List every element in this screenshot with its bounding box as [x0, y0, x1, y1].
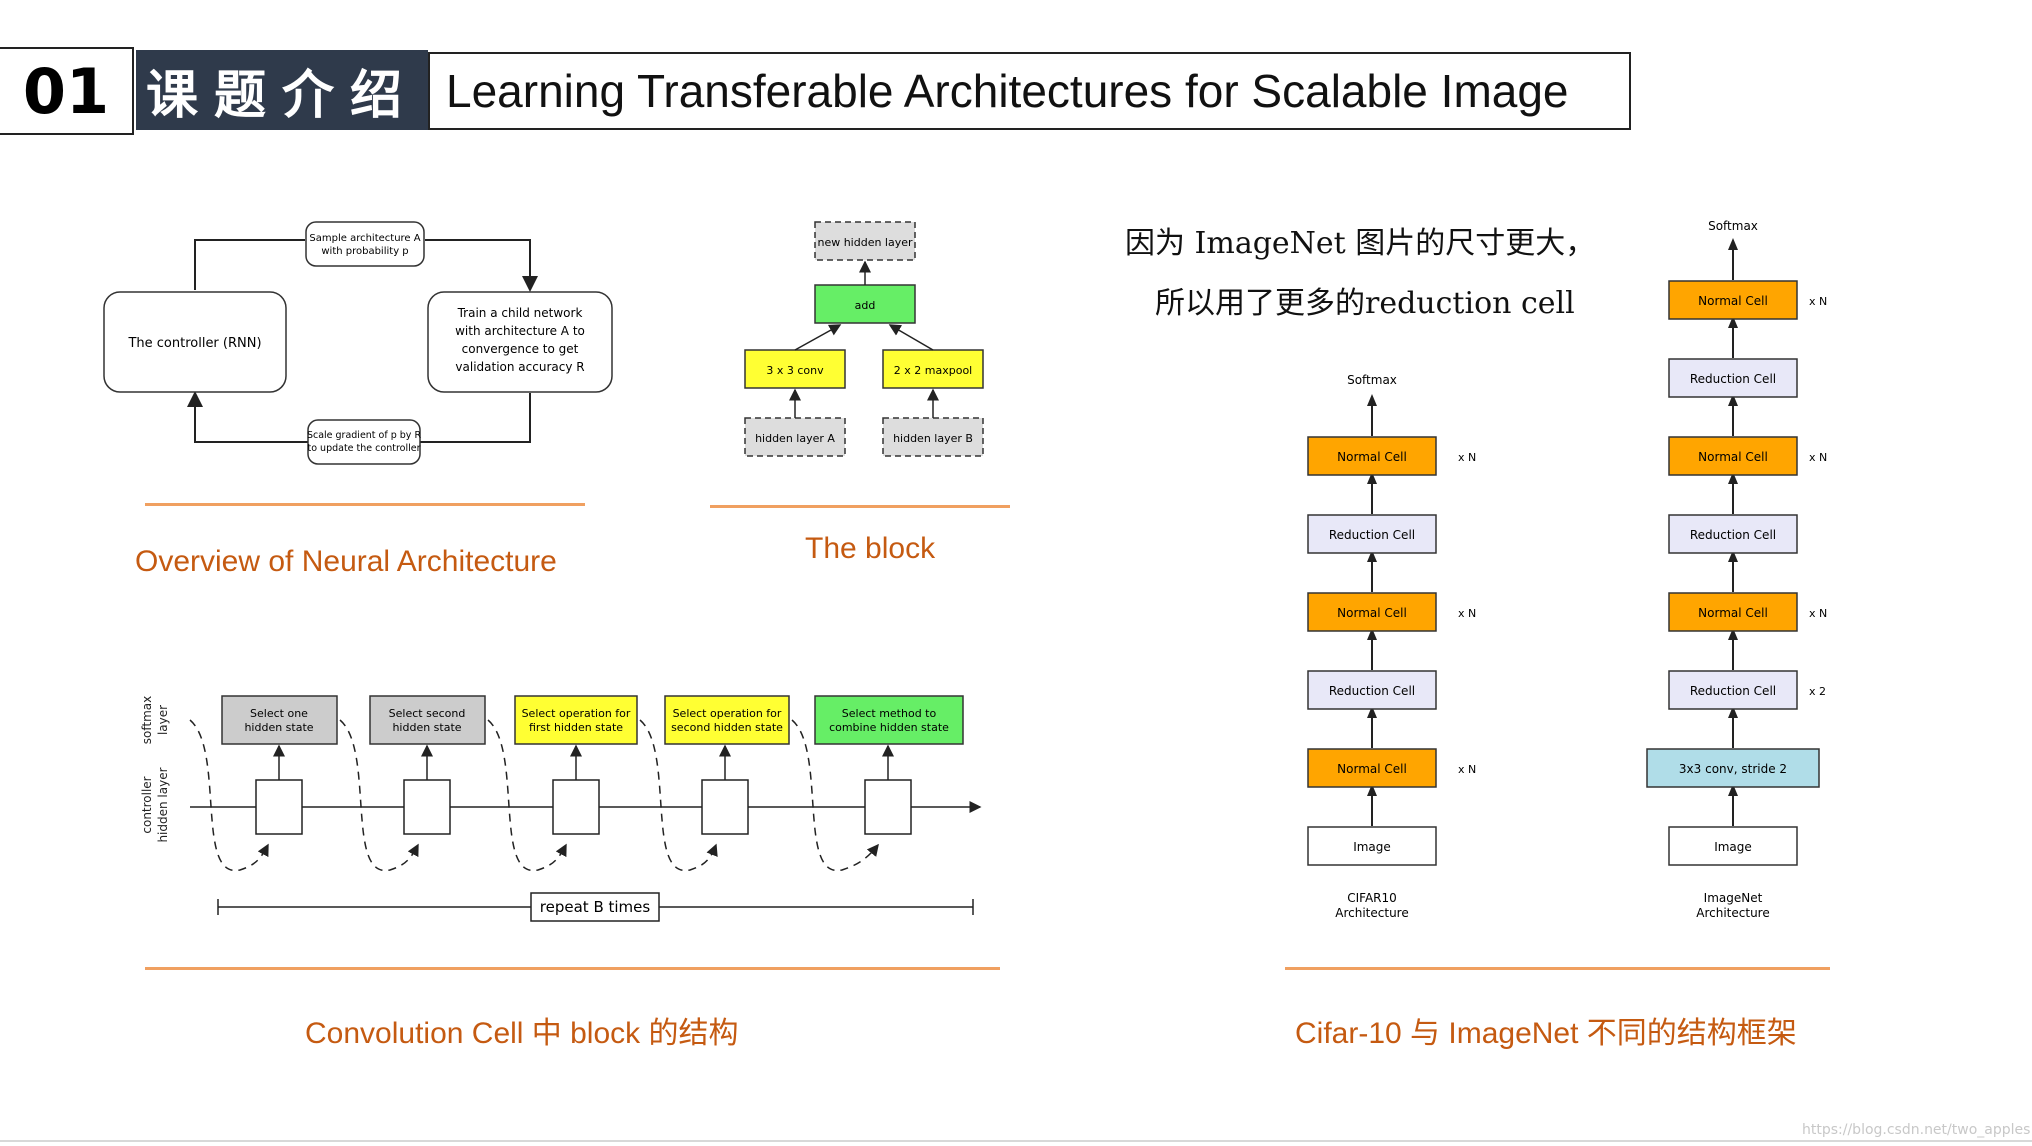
step-2: Select second hidden state: [369, 695, 486, 835]
hidden-a-label: hidden layer A: [755, 432, 835, 445]
svg-text:Normal Cell: Normal Cell: [1698, 294, 1768, 308]
loop-line-top-right: [425, 239, 538, 292]
svg-text:ImageNet: ImageNet: [1704, 891, 1763, 905]
svg-text:first hidden state: first hidden state: [529, 721, 623, 734]
sample-label-1: Sample architecture A: [309, 233, 420, 244]
svg-text:x N: x N: [1809, 451, 1827, 464]
caption-block: The block: [805, 532, 936, 565]
svg-text:Reduction Cell: Reduction Cell: [1690, 528, 1776, 542]
controller-label: The controller (RNN): [127, 336, 261, 351]
cifar-architecture: Softmax Normal Cell x N Reduction Cell N…: [1307, 373, 1476, 920]
maxpool-label: 2 x 2 maxpool: [894, 364, 972, 377]
nas-overview-diagram: The controller (RNN) Sample architecture…: [103, 221, 613, 465]
watermark: https://blog.csdn.net/two_apples: [1802, 1122, 2031, 1138]
svg-text:Select one: Select one: [250, 707, 308, 720]
caption-rule-block: [710, 505, 1010, 508]
svg-text:Reduction Cell: Reduction Cell: [1329, 684, 1415, 698]
train-label-4: validation accuracy R: [455, 360, 584, 374]
svg-text:x N: x N: [1809, 295, 1827, 308]
svg-text:Normal Cell: Normal Cell: [1698, 450, 1768, 464]
svg-text:Select operation for: Select operation for: [522, 707, 631, 720]
imagenet-softmax: Softmax: [1708, 219, 1758, 233]
controller-box: [103, 291, 287, 393]
loop-line-bottom-right: [420, 393, 531, 443]
hidden-b-label: hidden layer B: [893, 432, 973, 445]
svg-text:Select method to: Select method to: [842, 707, 937, 720]
svg-text:Normal Cell: Normal Cell: [1337, 450, 1407, 464]
svg-text:CIFAR10: CIFAR10: [1347, 891, 1397, 905]
caption-rule-overview: [145, 503, 585, 506]
svg-text:x 2: x 2: [1809, 685, 1826, 698]
svg-text:Architecture: Architecture: [1696, 906, 1769, 920]
svg-text:x N: x N: [1458, 607, 1476, 620]
add-box: [814, 284, 916, 324]
scale-label-1: Scale gradient of p by R: [307, 430, 422, 441]
train-label-3: convergence to get: [462, 342, 579, 356]
caption-rule-conv: [145, 967, 1000, 970]
train-label-1: Train a child network: [457, 306, 583, 320]
sample-box: [305, 221, 425, 267]
scale-label-2: to update the controller: [308, 443, 421, 454]
loop-line-top-left: [194, 239, 305, 290]
svg-text:Reduction Cell: Reduction Cell: [1329, 528, 1415, 542]
svg-text:x N: x N: [1809, 607, 1827, 620]
svg-text:combine hidden state: combine hidden state: [829, 721, 949, 734]
arch-note-2: 所以用了更多的reduction cell: [1155, 286, 1575, 321]
svg-text:Normal Cell: Normal Cell: [1698, 606, 1768, 620]
caption-arch: Cifar-10 与 ImageNet 不同的结构框架: [1295, 1017, 1797, 1050]
step-4: Select operation for second hidden state: [664, 695, 790, 835]
cifar-softmax: Softmax: [1347, 373, 1397, 387]
svg-text:x N: x N: [1458, 763, 1476, 776]
add-label: add: [855, 299, 876, 312]
svg-text:Normal Cell: Normal Cell: [1337, 606, 1407, 620]
step-1: Select one hidden state: [221, 695, 338, 835]
page-title: Learning Transferable Architectures for …: [428, 52, 1631, 130]
svg-text:Reduction Cell: Reduction Cell: [1690, 372, 1776, 386]
new-hidden-layer-label: new hidden layer: [817, 236, 913, 249]
svg-text:Select second: Select second: [389, 707, 466, 720]
caption-rule-arch: [1285, 967, 1830, 970]
caption-conv: Convolution Cell 中 block 的结构: [305, 1017, 739, 1050]
softmax-side-label-2: layer: [156, 705, 170, 735]
controller-side-label-2: hidden layer: [156, 767, 170, 842]
svg-text:Normal Cell: Normal Cell: [1337, 762, 1407, 776]
controller-side-label-1: controller: [140, 776, 154, 833]
caption-overview: Overview of Neural Architecture: [135, 545, 557, 578]
step-5: Select method to combine hidden state: [814, 695, 964, 835]
repeat-box: [530, 892, 660, 922]
svg-text:Image: Image: [1714, 840, 1752, 854]
sample-label-2: with probability p: [321, 246, 408, 257]
section-number: 01: [0, 47, 134, 135]
train-label-2: with architecture A to: [455, 324, 585, 338]
svg-text:3x3 conv, stride 2: 3x3 conv, stride 2: [1679, 762, 1787, 776]
svg-text:Reduction Cell: Reduction Cell: [1690, 684, 1776, 698]
svg-text:x N: x N: [1458, 451, 1476, 464]
conv-label: 3 x 3 conv: [766, 364, 824, 377]
architecture-diagram: Softmax Normal Cell x N Reduction Cell N…: [1307, 219, 1827, 920]
svg-text:Architecture: Architecture: [1335, 906, 1408, 920]
softmax-side-label-1: softmax: [140, 696, 154, 744]
block-diagram: new hidden layer add 3 x 3 conv 2 x 2 ma…: [744, 221, 984, 457]
step-3: Select operation for first hidden state: [514, 695, 638, 835]
svg-text:hidden state: hidden state: [392, 721, 461, 734]
svg-text:hidden state: hidden state: [244, 721, 313, 734]
svg-text:second hidden state: second hidden state: [671, 721, 783, 734]
train-box: [427, 291, 613, 393]
svg-text:Image: Image: [1353, 840, 1391, 854]
bottom-divider: [0, 1140, 2032, 1142]
loop-line-bottom-left: [187, 391, 308, 443]
conv-cell-diagram: softmax layer controller hidden layer Se…: [140, 695, 982, 922]
imagenet-architecture: Softmax Normal Cell x N Reduction Cell: [1646, 219, 1827, 920]
scale-box: [307, 419, 421, 465]
section-title: 课题介绍: [136, 50, 428, 130]
repeat-label: repeat B times: [540, 898, 651, 916]
svg-text:Select operation for: Select operation for: [673, 707, 782, 720]
new-hidden-layer-box: [814, 221, 916, 261]
arch-note-1: 因为 ImageNet 图片的尺寸更大，: [1125, 226, 1596, 261]
